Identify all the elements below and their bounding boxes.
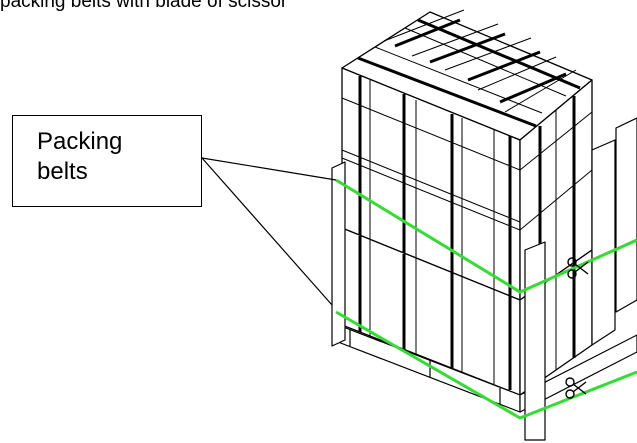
lower-divisions <box>369 240 557 384</box>
scissors-icon <box>565 377 587 399</box>
belt-lower <box>335 310 637 420</box>
leader-lines <box>201 157 337 306</box>
packing-belts-callout: Packing belts <box>12 115 202 207</box>
green-belts <box>335 178 637 420</box>
callout-line-1: Packing <box>37 128 123 155</box>
top-straps <box>357 18 581 128</box>
corner-posts <box>331 117 637 441</box>
scissors-icon <box>567 257 589 279</box>
caption-text: packing belts with blade of scissor <box>0 0 288 12</box>
box-divisions <box>369 80 557 290</box>
callout-line-2: belts <box>37 158 88 185</box>
belt-upper <box>335 178 637 294</box>
